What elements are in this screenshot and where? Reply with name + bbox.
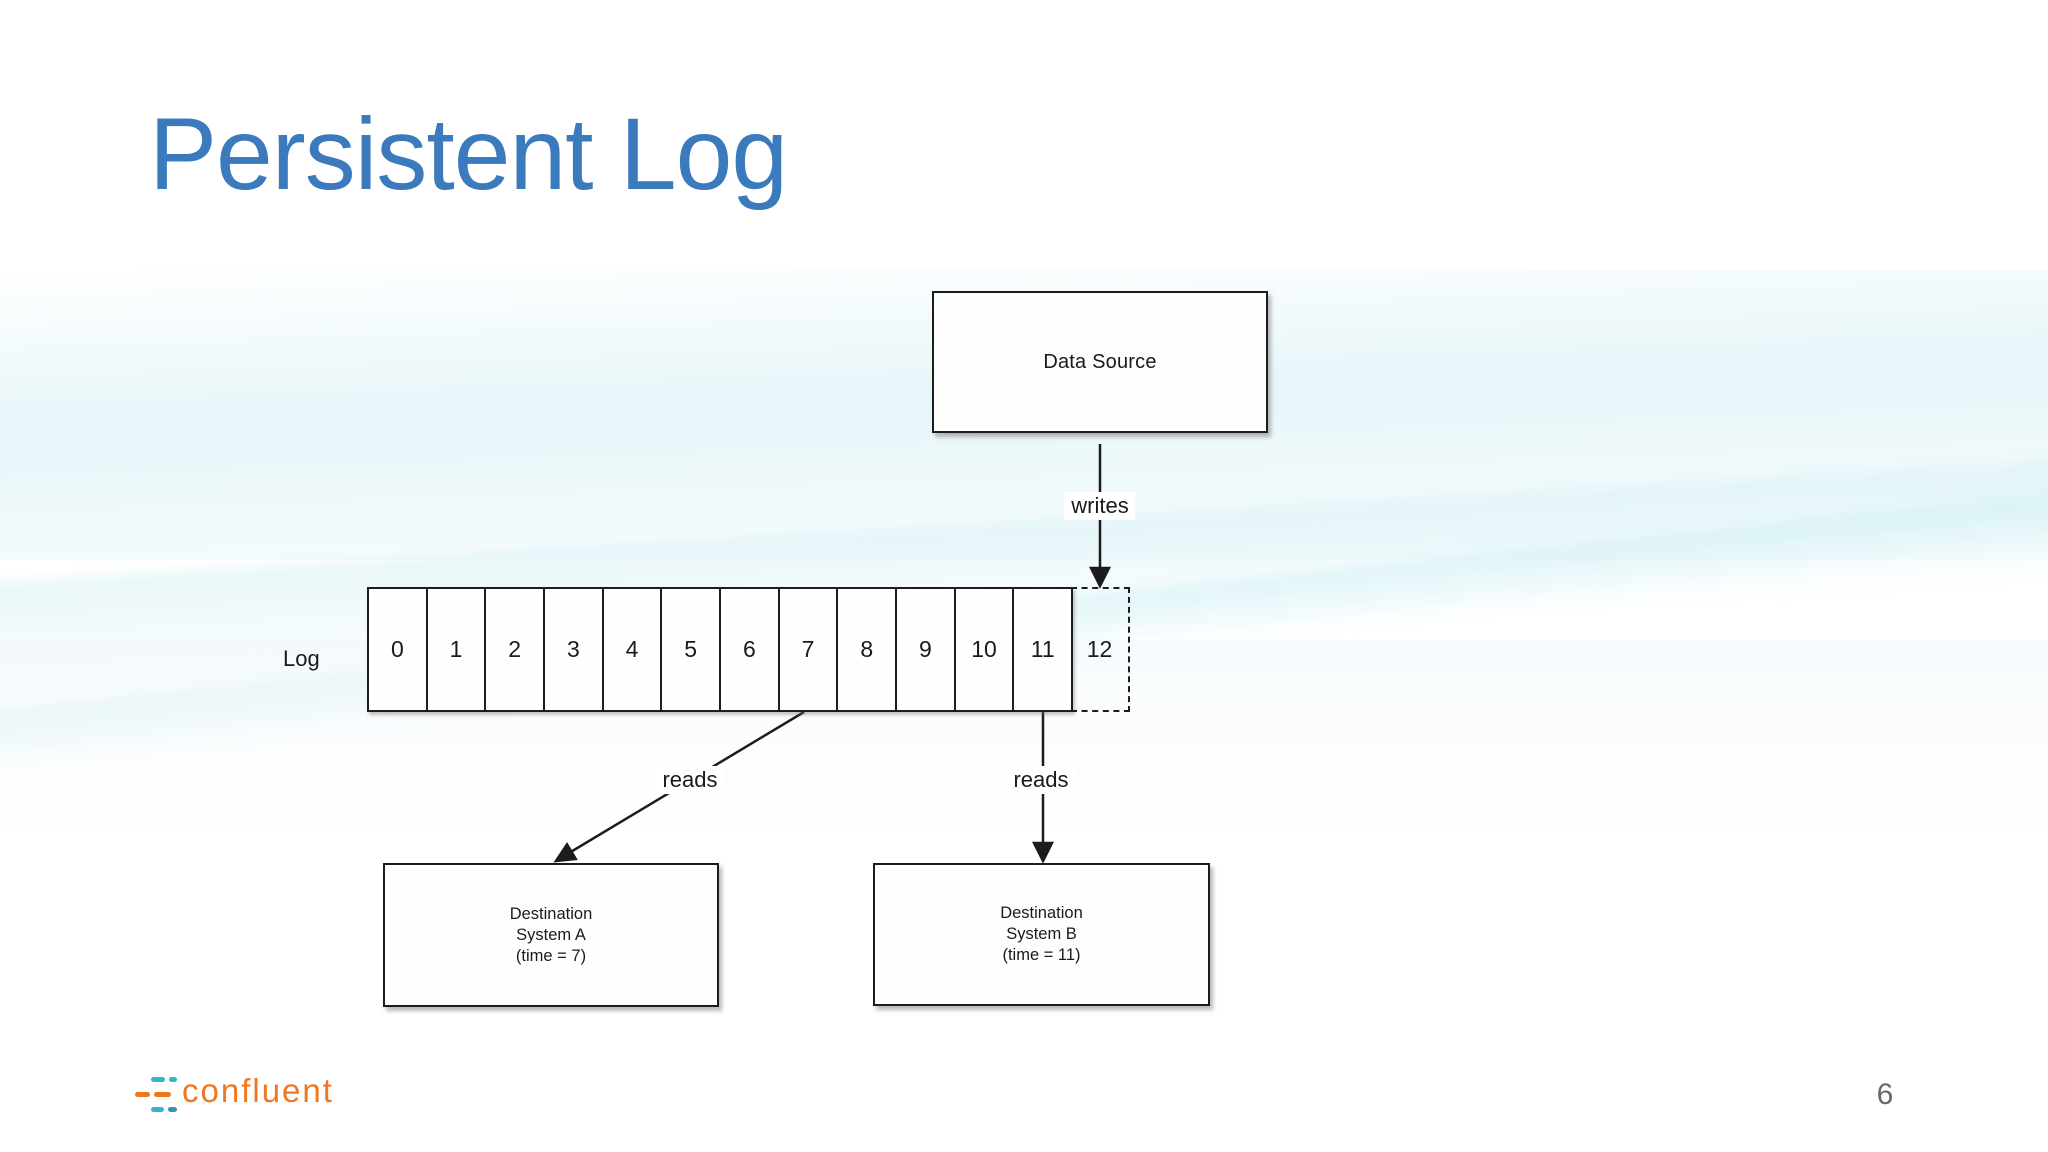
destination-a-line3: (time = 7) xyxy=(515,946,587,965)
log-cell-9: 9 xyxy=(895,589,954,710)
confluent-logo: confluent xyxy=(135,1070,365,1120)
destination-system-a-label: Destination System A (time = 7) xyxy=(510,904,593,967)
log-cell-10: 10 xyxy=(953,589,1013,710)
log-cell-6: 6 xyxy=(719,589,778,710)
logo-dash xyxy=(168,1107,177,1112)
reads-label-b: reads xyxy=(1006,766,1076,794)
data-source-box: Data Source xyxy=(932,291,1268,433)
logo-dash xyxy=(151,1107,164,1112)
destination-b-line1: Destination xyxy=(1000,904,1083,922)
page-title: Persistent Log xyxy=(149,97,788,211)
log-label: Log xyxy=(283,646,320,671)
log-cell-7: 7 xyxy=(777,589,837,710)
reads-label-a: reads xyxy=(655,766,725,794)
logo-dash xyxy=(169,1077,177,1082)
logo-dash xyxy=(135,1092,150,1097)
reads-b-arrowhead xyxy=(1031,841,1055,864)
log-cell-12-dashed: 12 xyxy=(1071,587,1130,712)
logo-dash xyxy=(154,1092,171,1097)
log-cell-3: 3 xyxy=(543,589,602,710)
logo-dash xyxy=(151,1077,165,1082)
destination-a-line2: System A xyxy=(516,925,586,944)
destination-a-line1: Destination xyxy=(509,904,593,923)
writes-arrowhead xyxy=(1088,566,1112,589)
reads-a-arrowhead xyxy=(553,842,578,863)
page-number: 6 xyxy=(1876,1078,1894,1111)
log-row: 0 1 2 3 4 5 6 7 8 9 10 11 xyxy=(367,587,1073,712)
log-cell-0: 0 xyxy=(390,636,404,662)
log-cell-2: 2 xyxy=(484,589,543,710)
destination-b-line2: System B xyxy=(1006,925,1077,943)
log-cell-1: 1 xyxy=(425,589,485,710)
confluent-logo-text: confluent xyxy=(182,1072,334,1109)
writes-label: writes xyxy=(1064,492,1136,520)
destination-b-line3: (time = 11) xyxy=(1002,946,1081,964)
destination-system-a-box: Destination System A (time = 7) xyxy=(383,863,719,1007)
data-source-label: Data Source xyxy=(1043,350,1157,373)
log-cell-4: 4 xyxy=(601,589,661,710)
log-cell-11: 11 xyxy=(1012,589,1071,710)
destination-system-b-label: Destination System B (time = 11) xyxy=(1000,903,1083,966)
confluent-logo-icon xyxy=(135,1070,183,1118)
destination-system-b-box: Destination System B (time = 11) xyxy=(873,863,1210,1006)
log-cell-5: 5 xyxy=(660,589,719,710)
log-cell-8: 8 xyxy=(836,589,895,710)
